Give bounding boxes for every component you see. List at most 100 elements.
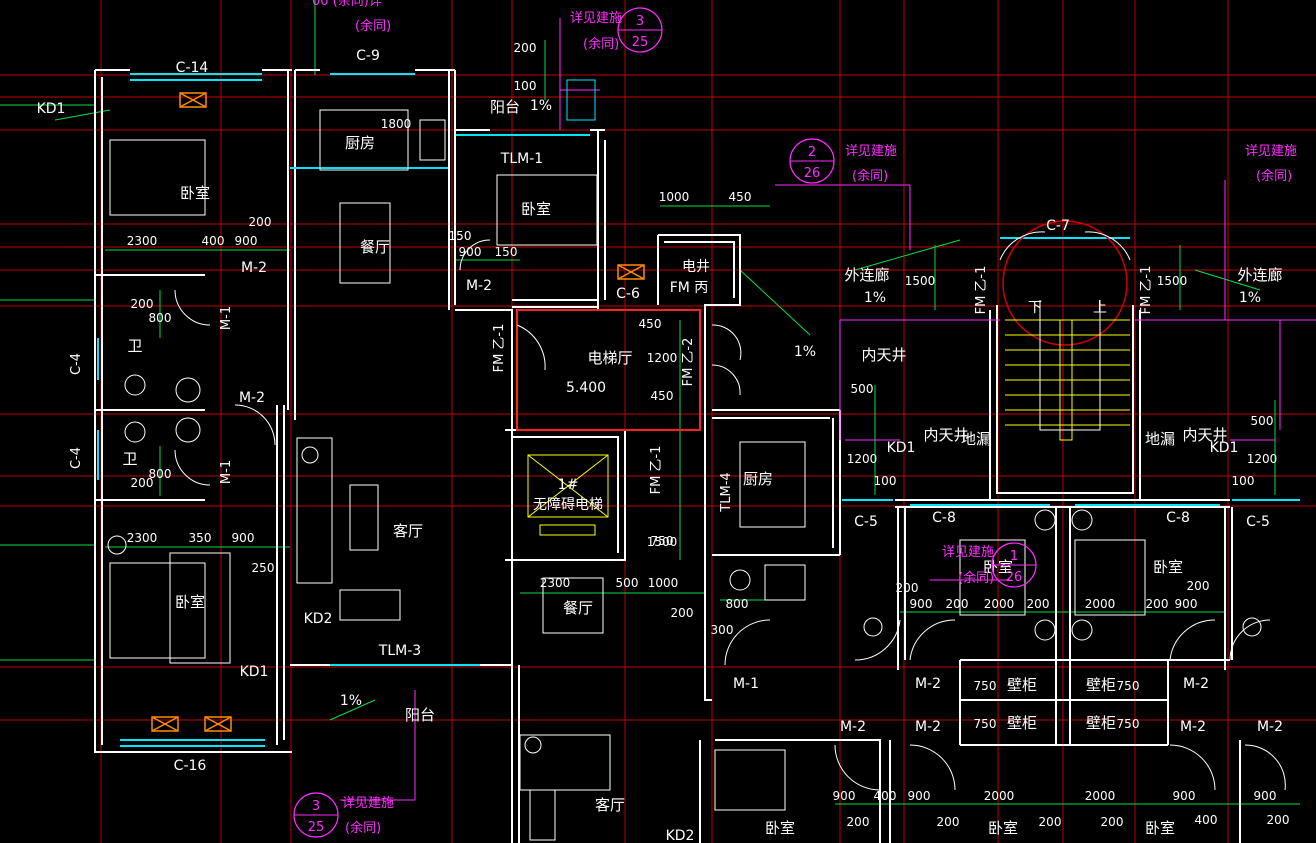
room-label: 餐厅 [563,599,593,617]
room-labels: 卧室厨房餐厅卧室卫卫电梯厅厨房客厅卧室餐厅阳台阳台客厅卧室卧室卧室卧室卧室内天井… [122,98,1282,837]
element-label: M-2 [915,676,941,692]
room-label: 壁柜 [1086,676,1116,694]
vertical-element-label: FM 乙-2 [681,338,696,387]
dimension-value: 750 [974,717,997,731]
callout-detail-number: 3 [636,14,644,29]
dimension-value: 2300 [127,234,158,248]
elevator-hall-highlight [516,309,701,431]
elevator-label: 1# 无障碍电梯 [533,477,603,513]
dimension-value: 200 [514,41,537,55]
dimension-value: 2300 [540,576,571,590]
dimension-value: 750 [1117,717,1140,731]
dimension-value: 800 [149,467,172,481]
element-label: C-14 [176,60,209,76]
element-label: 1% [530,98,552,114]
element-label: C-8 [1166,510,1190,526]
room-label: 卧室 [175,593,205,611]
room-label: 客厅 [595,796,625,814]
room-label: 壁柜 [1007,676,1037,694]
dimension-value: 750 [974,679,997,693]
dimension-value: 400 [1195,813,1218,827]
room-label: 外连廊 [1237,266,1282,284]
element-label: C-16 [174,758,207,774]
partial-note: 00 (余同)详 [312,0,382,9]
room-label: 内天井 [923,426,968,444]
dimension-value: 150 [449,229,472,243]
room-label: 阳台 [490,98,520,116]
room-label: 壁柜 [1086,714,1116,732]
element-label: KD1 [1210,440,1239,456]
dimension-value: 150 [495,245,518,259]
room-label: 厨房 [345,134,375,152]
element-label: C-5 [1246,514,1270,530]
dimension-value: 350 [189,531,212,545]
dimension-value: 500 [616,576,639,590]
dimension-value: 200 [249,215,272,229]
stair-direction-labels: 下 上 [1028,300,1107,316]
room-label: 电梯厅 [587,349,632,367]
dimension-value: 2000 [984,789,1015,803]
room-label: 内天井 [861,346,906,364]
dimension-value: 500 [851,382,874,396]
callout-sheet-number: 26 [804,166,821,181]
dimension-value: 1800 [381,117,412,131]
dimension-value: 1000 [648,576,679,590]
element-label: M-2 [466,278,492,294]
dimension-value: 500 [1251,414,1274,428]
element-label: M-2 [1183,676,1209,692]
room-label: 内天井 [1182,426,1227,444]
dimension-value: 900 [235,234,258,248]
callout-detail-number: 3 [312,799,320,814]
element-label: C-9 [356,48,380,64]
room-label: 客厅 [393,522,423,540]
fixtures [107,79,1286,841]
dimension-value: 450 [651,389,674,403]
callout-sheet-number: 26 [1006,570,1023,585]
dimension-value: 900 [232,531,255,545]
room-label: 卫 [127,337,142,355]
callout-note: 详见建施 [845,144,897,159]
dimension-value: 100 [1232,474,1255,488]
vertical-element-label: TLM-4 [719,472,734,512]
dimension-value: 750 [1117,679,1140,693]
dimension-value: 900 [833,789,856,803]
dimension-value: 100 [874,474,897,488]
partial-note: 详见建施 [1245,144,1297,159]
room-label: 卧室 [1145,819,1175,837]
vertical-element-label: FM 乙-1 [974,266,989,315]
vertical-element-label: FM 乙-1 [1139,266,1154,315]
dimension-value: 1000 [659,190,690,204]
dimension-value: 200 [1027,597,1050,611]
dimension-value: 900 [1173,789,1196,803]
dimension-value: 900 [459,245,482,259]
room-label: 卧室 [1153,558,1183,576]
dimension-value: 200 [946,597,969,611]
element-label: KD1 [887,440,916,456]
callout-note-suffix: (余同) [583,36,619,52]
element-label: TLM-3 [378,643,421,659]
room-label: 阳台 [405,706,435,724]
detail-callouts: 325详见建施(余同)226详见建施(余同)325详见建施(余同)126详见建施… [293,7,1037,838]
dimension-value: 900 [910,597,933,611]
dimension-lines [0,0,1300,805]
dimension-value: 1200 [847,452,878,466]
element-label: M-2 [1180,719,1206,735]
room-label: 地漏 [961,430,991,448]
room-label: 外连廊 [844,266,889,284]
dimension-value: 800 [149,311,172,325]
dimension-value: 900 [908,789,931,803]
partial-notes: 详见建施(余同)(余同)00 (余同)详 [312,0,1297,184]
element-label: KD1 [240,664,269,680]
callout-note: 详见建施 [942,545,994,560]
dimension-value: 800 [726,597,749,611]
dimension-value: 200 [131,297,154,311]
dimension-value: 1500 [905,274,936,288]
dimension-value: 2000 [1085,597,1116,611]
dimension-value: 750 [651,534,674,548]
dimension-value: 900 [1175,597,1198,611]
